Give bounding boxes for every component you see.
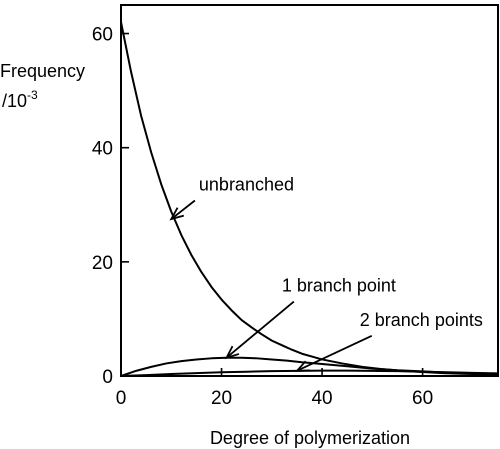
- y-axis-unit-base: /10: [2, 91, 27, 111]
- x-tick-label-0: 0: [116, 388, 127, 409]
- y-axis-unit-exponent: -3: [27, 88, 38, 102]
- x-axis-title: Degree of polymerization: [210, 428, 410, 448]
- y-axis-unit: /10-3: [2, 88, 38, 111]
- annotation-label-3: 2 branch points: [360, 310, 483, 330]
- axes: 0 20 40 60 0 20 40 60: [92, 4, 499, 409]
- y-tick-label-0: 0: [102, 367, 113, 388]
- annotation-arrowhead-2: [224, 345, 240, 360]
- plot-frame: [120, 4, 499, 377]
- x-tick-label-40: 40: [311, 388, 332, 409]
- x-tick-label-20: 20: [211, 388, 232, 409]
- annotation-layer: unbranched 1 branch point 2 branch points: [169, 175, 483, 372]
- annotation-label-2: 1 branch point: [282, 276, 396, 296]
- annotation-arrow-3: [296, 334, 373, 372]
- y-tick-label-20: 20: [92, 253, 113, 274]
- x-tick-label-60: 60: [412, 388, 433, 409]
- annotation-arrowhead-1: [169, 207, 185, 221]
- annotation-label-1: unbranched: [199, 175, 294, 195]
- y-tick-label-60: 60: [92, 25, 113, 46]
- y-axis-title: Frequency: [0, 61, 85, 81]
- y-tick-label-40: 40: [92, 139, 113, 160]
- annotation-arrow-1: [170, 199, 196, 220]
- annotation-arrow-2: [225, 300, 295, 359]
- annotation-arrowhead-3: [294, 360, 310, 372]
